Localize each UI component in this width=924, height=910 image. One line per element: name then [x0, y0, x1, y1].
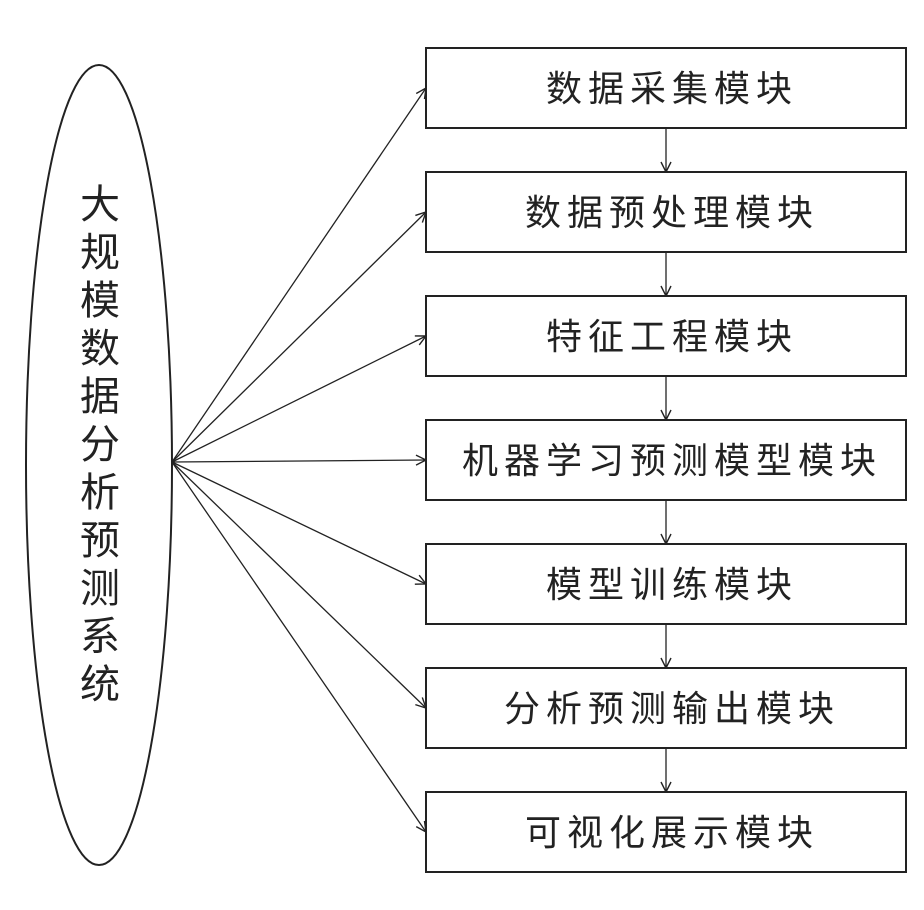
module-label: 数据预处理模块 [525, 193, 819, 234]
fan-arrow [172, 462, 426, 832]
module-box: 特征工程模块 [426, 296, 906, 376]
system-title-char: 数 [80, 326, 120, 372]
system-title-char: 分 [80, 422, 120, 468]
system-title-char: 预 [80, 518, 120, 564]
module-label: 数据采集模块 [546, 69, 798, 110]
system-title-char: 测 [80, 566, 120, 612]
fan-arrow [172, 462, 426, 708]
fan-arrow [172, 212, 426, 462]
system-title: 大规模数据分析预测系统 [80, 182, 120, 708]
fan-arrows [172, 88, 426, 832]
system-title-char: 系 [80, 614, 120, 660]
module-label: 模型训练模块 [546, 565, 798, 606]
module-box: 分析预测输出模块 [426, 668, 906, 748]
fan-arrow [172, 462, 426, 584]
module-boxes: 数据采集模块数据预处理模块特征工程模块机器学习预测模型模块模型训练模块分析预测输… [426, 48, 906, 872]
module-label: 可视化展示模块 [525, 813, 819, 854]
fan-arrow [172, 88, 426, 462]
module-label: 特征工程模块 [546, 317, 798, 358]
module-label: 分析预测输出模块 [504, 689, 840, 730]
module-box: 数据采集模块 [426, 48, 906, 128]
module-box: 数据预处理模块 [426, 172, 906, 252]
module-box: 可视化展示模块 [426, 792, 906, 872]
module-box: 模型训练模块 [426, 544, 906, 624]
system-title-char: 规 [80, 230, 120, 276]
system-title-char: 据 [80, 374, 120, 420]
system-title-char: 统 [80, 662, 120, 708]
module-box: 机器学习预测模型模块 [426, 420, 906, 500]
system-title-char: 模 [80, 278, 120, 324]
system-title-char: 析 [80, 470, 120, 516]
fan-arrow [172, 460, 426, 462]
fan-arrow [172, 336, 426, 462]
system-title-char: 大 [80, 182, 120, 228]
module-label: 机器学习预测模型模块 [462, 441, 882, 482]
